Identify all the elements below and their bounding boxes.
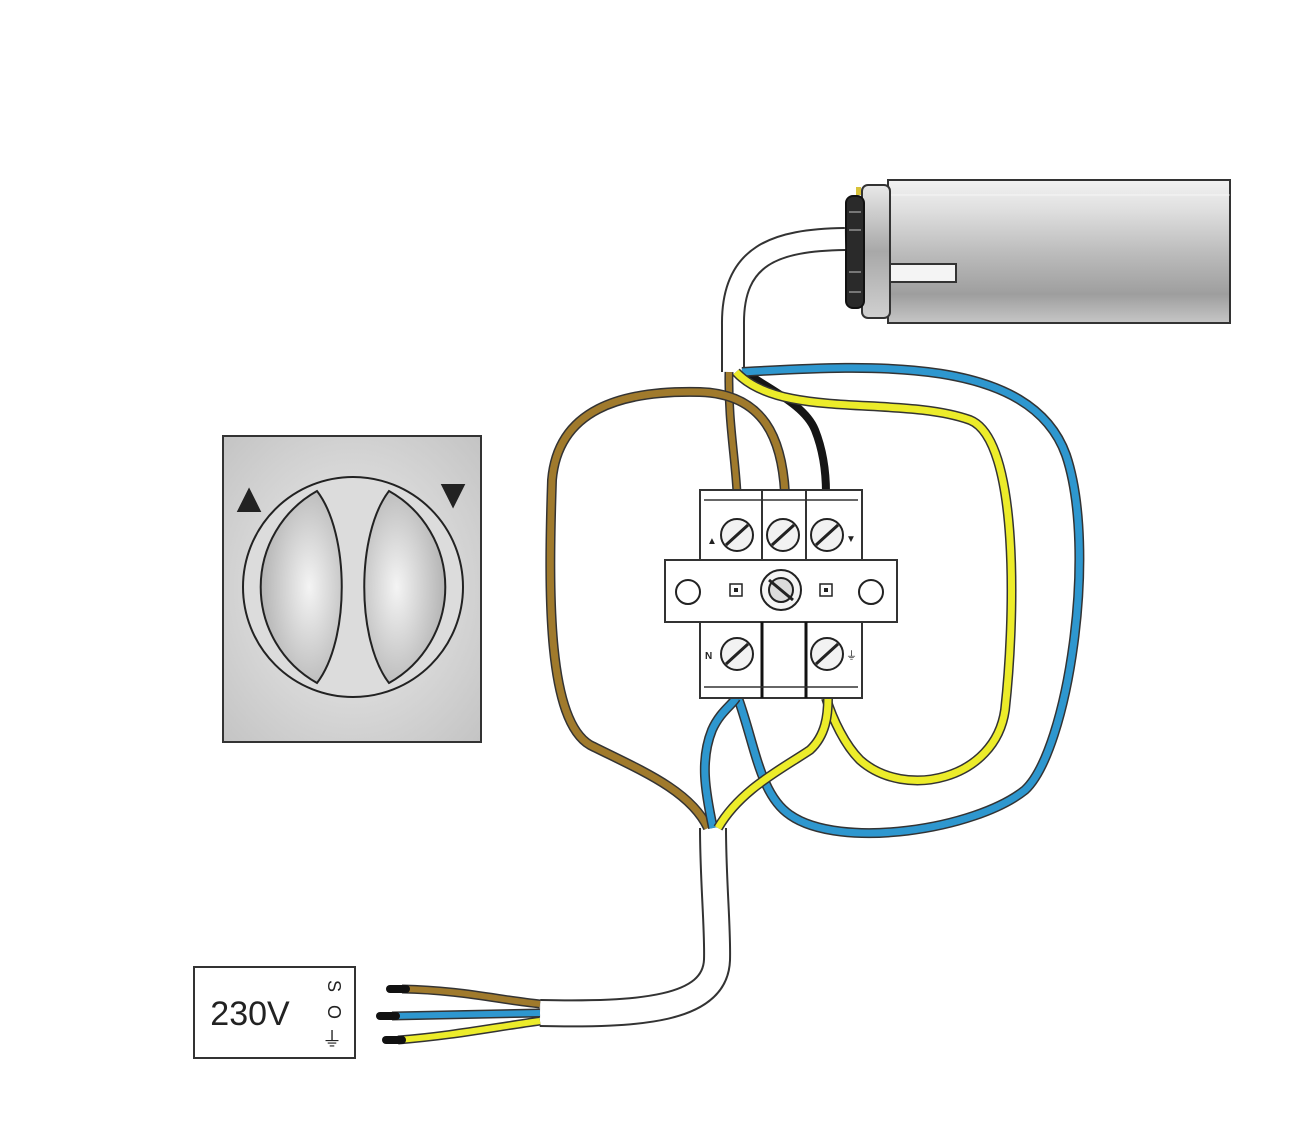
- motor-seal-ring: [845, 195, 865, 309]
- supply-symbol-s: S: [324, 980, 344, 992]
- motor-key-slot: [889, 263, 957, 283]
- terminal-mark-neutral: N: [705, 651, 712, 662]
- terminal-mark-earth: ⏚: [846, 649, 857, 662]
- motor-cable: [720, 227, 846, 372]
- supply-symbol-earth: ⏚: [322, 1029, 342, 1051]
- supply-voltage: 230V: [210, 995, 290, 1033]
- terminal-mark-up: ▲: [707, 536, 717, 547]
- mains-wires: [376, 984, 541, 1045]
- terminal-center-screw: [760, 569, 802, 611]
- switch-down-arrow: ▼: [432, 470, 474, 517]
- switch-down-paddle: [363, 489, 447, 685]
- terminal-screw-top-right: [810, 518, 844, 552]
- terminal-screw-bottom-right: [810, 637, 844, 671]
- mount-hole-right: [858, 579, 884, 605]
- terminal-screw-bottom-left: [720, 637, 754, 671]
- terminal-mark-down: ▼: [846, 534, 856, 545]
- switch-up-paddle: [259, 489, 343, 685]
- tubular-motor: [845, 179, 1231, 324]
- supply-cable: [539, 827, 732, 1028]
- switch-up-arrow: ▲: [228, 474, 270, 521]
- terminal-block: ▲ ▼ N ⏚: [664, 489, 898, 699]
- terminal-screw-top-left: [720, 518, 754, 552]
- supply-symbol-o: O: [324, 1005, 344, 1019]
- wall-switch: ▲ ▼: [222, 435, 482, 743]
- supply-label: 230V S O ⏚: [193, 966, 356, 1059]
- terminal-screw-top-middle: [766, 518, 800, 552]
- mount-hole-left: [675, 579, 701, 605]
- motor-head: [861, 184, 891, 319]
